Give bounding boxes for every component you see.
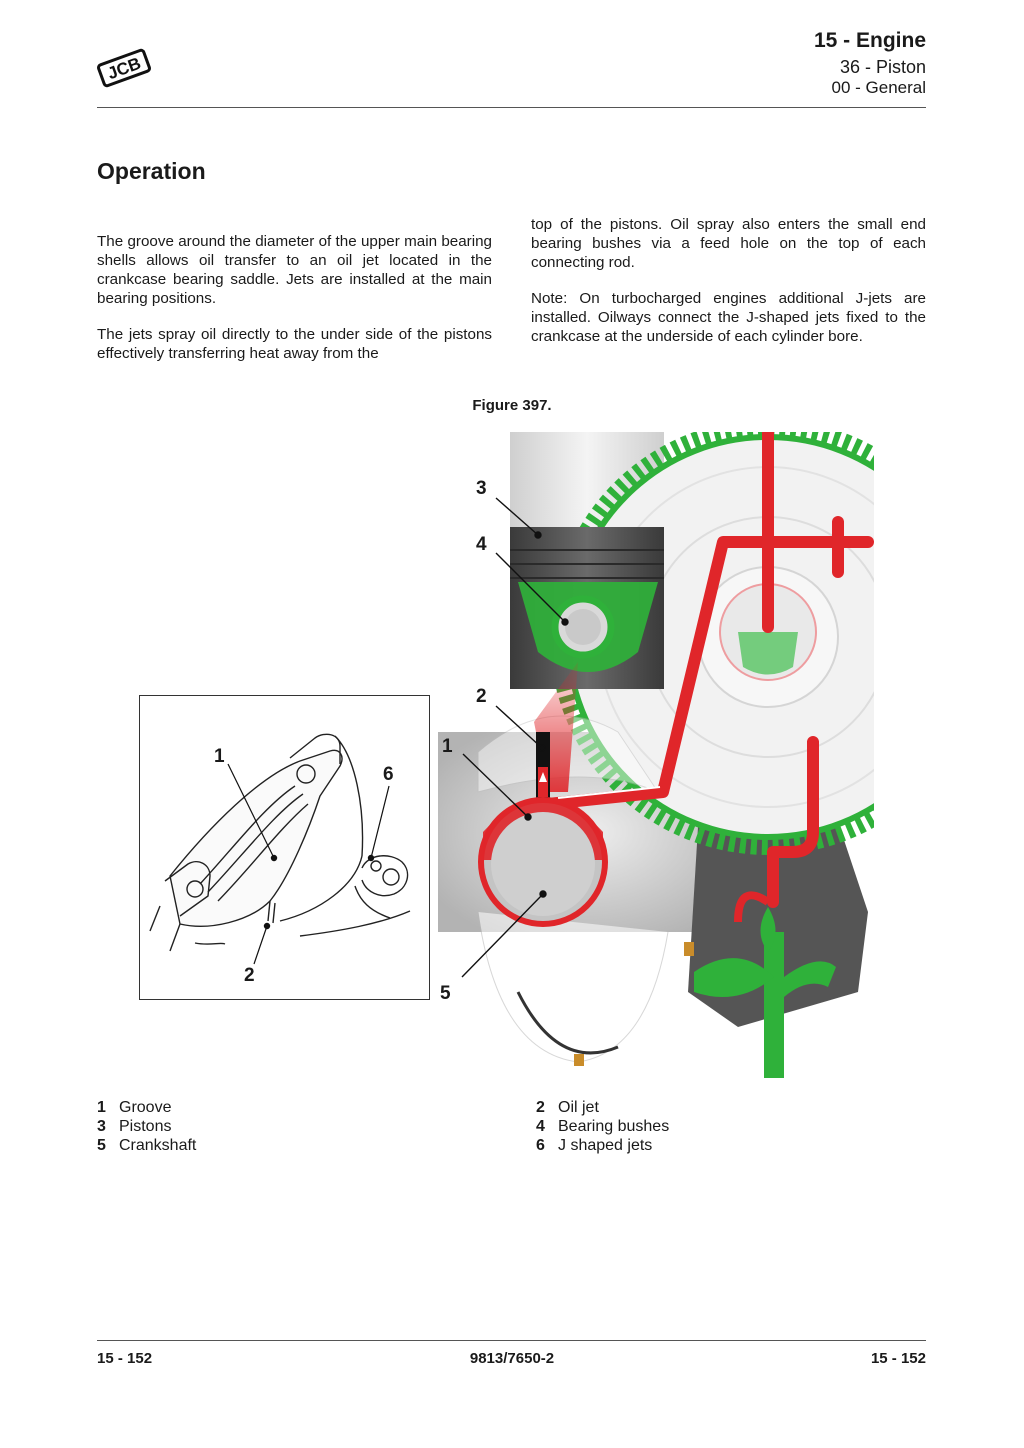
callout-4: 4 [476, 534, 487, 555]
page-header: 15 - Engine 36 - Piston 00 - General [814, 28, 926, 98]
section-title-header: 36 - Piston [839, 57, 926, 77]
page-number-right: 15 - 152 [870, 1350, 926, 1367]
footer-divider [97, 1340, 926, 1341]
inset-callout-6: 6 [383, 764, 394, 785]
figure-caption: Figure 397. [472, 397, 552, 414]
inset-callout-1: 1 [214, 746, 225, 767]
body-paragraph: top of the pistons. Oil spray also enter… [531, 216, 926, 271]
oil-gallery [542, 432, 874, 908]
bearing-shell-inset: 1 6 2 [139, 695, 430, 1000]
document-number: 9813/7650-2 [469, 1350, 555, 1367]
callout-5: 5 [440, 983, 451, 1004]
body-paragraph: The jets spray oil directly to the under… [97, 326, 492, 362]
page-number-left: 15 - 152 [97, 1350, 153, 1367]
body-paragraph: Note: On turbocharged engines additional… [531, 290, 926, 345]
callout-2: 2 [476, 686, 487, 707]
piston-cooling-diagram: 3 4 2 1 5 [438, 432, 874, 1078]
j-jet-oilway [694, 907, 836, 1078]
subsection-title: 00 - General [831, 78, 927, 97]
body-column-right: top of the pistons. Oil spray also enter… [531, 215, 926, 363]
jcb-logo: JCB [97, 48, 151, 88]
callout-3: 3 [476, 478, 487, 499]
page-title: Operation [97, 158, 206, 184]
callout-1: 1 [442, 736, 453, 757]
header-divider [97, 107, 926, 108]
body-column-left: The groove around the diameter of the up… [97, 232, 492, 380]
inset-callout-2: 2 [244, 965, 255, 986]
bearing-shell-drawing: 1 6 2 [149, 733, 411, 986]
body-paragraph: The groove around the diameter of the up… [97, 233, 492, 307]
chapter-title: 15 - Engine [813, 29, 926, 52]
